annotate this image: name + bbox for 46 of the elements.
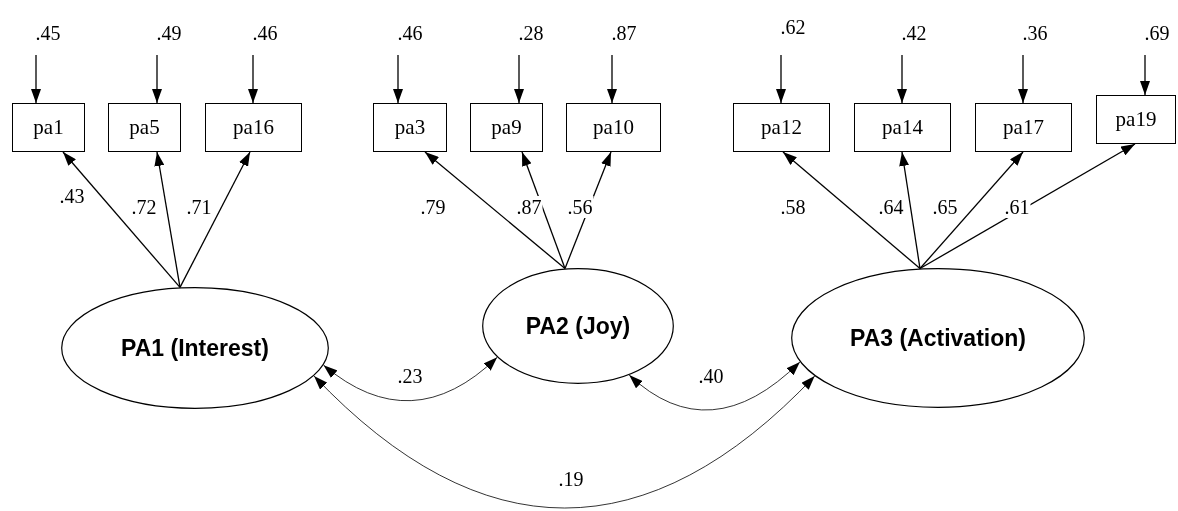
latent-variable-ellipse	[61, 287, 329, 409]
latent-variable-ellipse	[482, 268, 674, 384]
arrow	[1140, 54, 1150, 96]
observed-variable-box: pa1	[12, 103, 85, 152]
observed-variable-box: pa17	[975, 103, 1072, 152]
variable-label: PA2 (Joy)	[525, 312, 631, 340]
arrow	[897, 54, 907, 104]
edge-label: .46	[251, 22, 279, 44]
arrow	[899, 151, 921, 270]
arrow	[514, 54, 524, 104]
edge-label: .36	[1021, 22, 1049, 44]
arrow	[179, 151, 251, 289]
observed-variable-box: pa5	[108, 103, 181, 152]
observed-variable-box: pa19	[1096, 95, 1176, 144]
arrow	[62, 151, 181, 289]
arrow	[152, 54, 162, 104]
arrow	[248, 54, 258, 104]
observed-variable-box: pa16	[205, 103, 302, 152]
arrow	[154, 151, 181, 289]
observed-variable-box: pa3	[373, 103, 447, 152]
edge-label: .56	[566, 196, 594, 218]
edge-label: .49	[155, 22, 183, 44]
observed-variable-box: pa9	[470, 103, 543, 152]
edge-label: .45	[34, 22, 62, 44]
observed-variable-box: pa14	[854, 103, 951, 152]
arrow	[393, 54, 403, 104]
arrow	[919, 151, 1024, 270]
edge-label: .28	[517, 22, 545, 44]
edge-label: .46	[396, 22, 424, 44]
arrow	[776, 54, 786, 104]
arrow	[607, 54, 617, 104]
edge-label: .69	[1143, 22, 1171, 44]
observed-variable-box: pa10	[566, 103, 661, 152]
arrow	[1018, 54, 1028, 104]
edge-label: .87	[610, 22, 638, 44]
arrow	[521, 151, 566, 270]
observed-variable-box: pa12	[733, 103, 830, 152]
arrow	[782, 151, 921, 270]
latent-variable-ellipse	[791, 268, 1085, 408]
arrow	[424, 151, 566, 270]
arrow	[31, 54, 41, 104]
variable-label: PA1 (Interest)	[121, 334, 269, 362]
arrow	[919, 143, 1136, 270]
edge-label: .42	[900, 22, 928, 44]
edge-label: .62	[779, 16, 807, 38]
variable-label: PA3 (Activation)	[850, 324, 1026, 352]
